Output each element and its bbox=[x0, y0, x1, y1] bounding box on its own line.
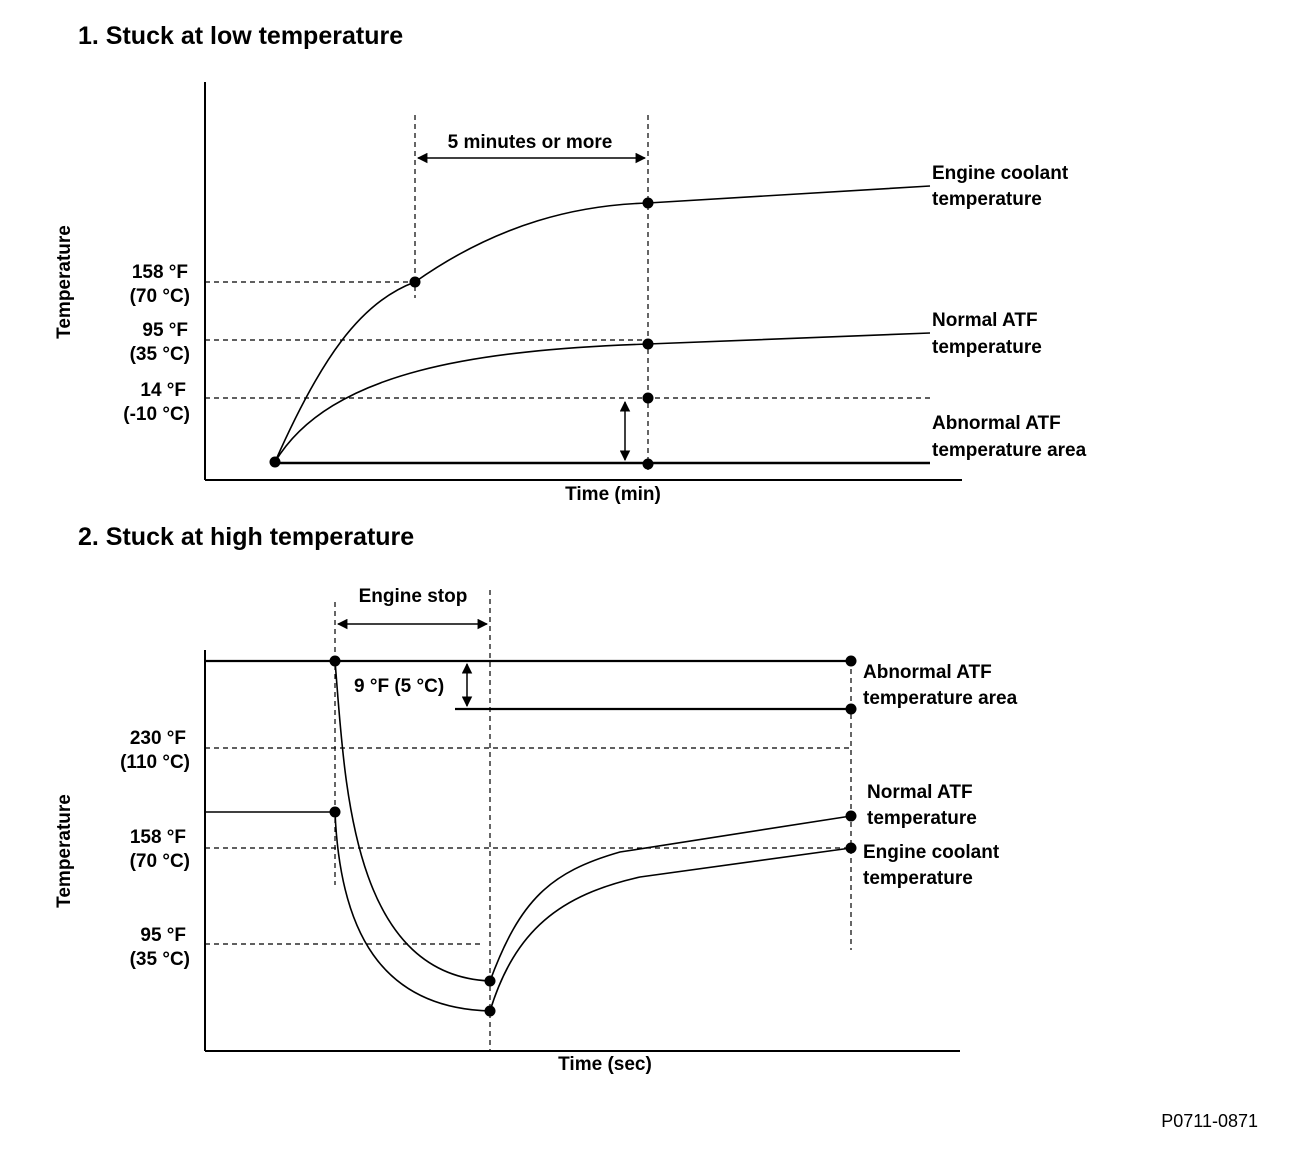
panel2-y-axis-label: Temperature bbox=[54, 794, 75, 908]
panel2-normal-atf-label-1: Normal ATF bbox=[867, 782, 973, 803]
panel2-temp-70c: (70 °C) bbox=[130, 851, 190, 872]
panel2-delta-label: 9 °F (5 °C) bbox=[354, 676, 444, 697]
panel2-x-axis-label: Time (sec) bbox=[558, 1054, 652, 1075]
panel1-coolant-label-2: temperature bbox=[932, 189, 1042, 210]
panel1-title: 1. Stuck at low temperature bbox=[78, 22, 403, 50]
panel2-temp-95f: 95 °F bbox=[140, 925, 186, 946]
panel1-reference-lines bbox=[205, 115, 930, 470]
panel1-normal-atf-label-1: Normal ATF bbox=[932, 310, 1038, 331]
panel2-temp-230f: 230 °F bbox=[130, 728, 186, 749]
panel1-interval-label: 5 minutes or more bbox=[448, 132, 613, 153]
panel1-abnormal-atf-label-1: Abnormal ATF bbox=[932, 413, 1061, 434]
panel1-x-axis-label: Time (min) bbox=[565, 484, 661, 505]
panel2-temp-110c: (110 °C) bbox=[120, 752, 190, 773]
panel2-abnormal-atf-label-1: Abnormal ATF bbox=[863, 662, 992, 683]
panel2-normal-atf-curve bbox=[334, 660, 852, 982]
panel2-coolant-curve bbox=[334, 811, 852, 1012]
panel2-reference-lines bbox=[205, 590, 852, 1051]
panel1-normal-atf-label-2: temperature bbox=[932, 337, 1042, 358]
panel2-title: 2. Stuck at high temperature bbox=[78, 523, 414, 551]
figure-code: P0711-0871 bbox=[1161, 1111, 1258, 1131]
panel-low-temperature: 1. Stuck at low temperature Temperature … bbox=[54, 22, 1087, 505]
panel1-temp-95f: 95 °F bbox=[142, 320, 188, 341]
panel1-points bbox=[269, 197, 654, 470]
panel2-coolant-label-2: temperature bbox=[863, 868, 973, 889]
panel2-coolant-label-1: Engine coolant bbox=[863, 842, 1000, 863]
panel1-y-axis-label: Temperature bbox=[54, 225, 75, 339]
panel1-temp-35c: (35 °C) bbox=[130, 344, 190, 365]
panel2-abnormal-atf-label-2: temperature area bbox=[863, 688, 1018, 709]
panel1-coolant-label-1: Engine coolant bbox=[932, 163, 1069, 184]
panel1-temp-70c: (70 °C) bbox=[130, 286, 190, 307]
panel2-interval-label: Engine stop bbox=[359, 586, 468, 607]
panel2-temp-158f: 158 °F bbox=[130, 827, 186, 848]
panel1-normal-atf-curve bbox=[274, 332, 931, 463]
panel1-temp-minus10c: (-10 °C) bbox=[123, 404, 190, 425]
panel2-points bbox=[329, 655, 857, 1017]
panel1-temp-14f: 14 °F bbox=[140, 380, 186, 401]
panel1-coolant-curve bbox=[274, 185, 931, 463]
panel2-normal-atf-label-2: temperature bbox=[867, 808, 977, 829]
panel-high-temperature: 2. Stuck at high temperature Temperature… bbox=[54, 523, 1018, 1075]
panel2-temp-35c: (35 °C) bbox=[130, 949, 190, 970]
panel1-temp-158f: 158 °F bbox=[132, 262, 188, 283]
panel1-abnormal-atf-label-2: temperature area bbox=[932, 440, 1087, 461]
